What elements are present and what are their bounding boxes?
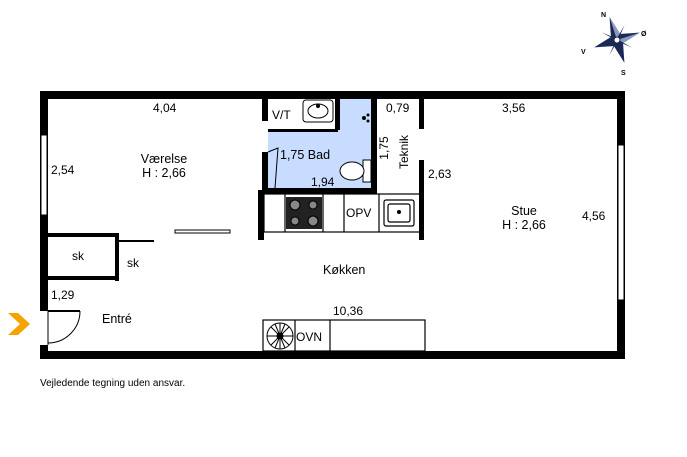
dim-teknik-width: 0,79 bbox=[386, 101, 410, 115]
sink-icon bbox=[302, 99, 334, 123]
disclaimer-text: Vejledende tegning uden ansvar. bbox=[40, 378, 186, 389]
compass-icon bbox=[594, 17, 640, 63]
label-sk-right: sk bbox=[127, 256, 139, 270]
toilet-icon bbox=[339, 159, 372, 183]
dim-vaerelse-width: 4,04 bbox=[153, 101, 177, 115]
extractor-fan-icon bbox=[266, 322, 294, 350]
room-entre: Entré bbox=[102, 312, 132, 326]
entry-door bbox=[47, 310, 81, 345]
room-bad: 1,75 Bad bbox=[280, 148, 331, 162]
dim-teknik-depth: 1,75 bbox=[377, 136, 391, 160]
room-koekken: Køkken bbox=[323, 263, 366, 277]
compass-north: N bbox=[601, 12, 607, 19]
room-stue: Stue H : 2,66 bbox=[488, 204, 560, 232]
dim-stue-sub: 2,63 bbox=[428, 167, 452, 181]
compass-west: V bbox=[581, 49, 586, 56]
wardrobe-door bbox=[174, 229, 231, 234]
entry-arrow-icon bbox=[8, 313, 30, 335]
dim-stue-depth: 4,56 bbox=[582, 209, 606, 223]
compass-south: S bbox=[621, 70, 626, 77]
room-vaerelse-name: Værelse bbox=[140, 152, 188, 166]
compass-east: Ø bbox=[641, 31, 647, 38]
dim-vaerelse-depth: 2,54 bbox=[51, 163, 75, 177]
room-teknik: Teknik bbox=[397, 135, 411, 170]
room-stue-name: Stue bbox=[511, 204, 537, 218]
label-sk-left: sk bbox=[72, 249, 84, 263]
label-opv: OPV bbox=[346, 206, 372, 220]
drain-icon bbox=[362, 113, 370, 123]
windows bbox=[40, 134, 625, 301]
label-vt: V/T bbox=[272, 108, 291, 122]
oven-counter bbox=[262, 319, 426, 352]
shower-door bbox=[267, 147, 279, 189]
dim-bad-width: 1,94 bbox=[311, 175, 335, 189]
dim-total-length: 10,36 bbox=[333, 304, 364, 318]
hob-icon bbox=[286, 197, 322, 229]
kitchen-counter bbox=[263, 193, 422, 233]
tap-icon bbox=[397, 210, 401, 214]
dim-entre-width: 1,29 bbox=[51, 288, 75, 302]
label-ovn: OVN bbox=[296, 330, 323, 344]
room-stue-height: H : 2,66 bbox=[502, 218, 546, 232]
room-vaerelse: Værelse H : 2,66 bbox=[128, 152, 200, 180]
room-vaerelse-height: H : 2,66 bbox=[142, 166, 186, 180]
dim-stue-width: 3,56 bbox=[502, 101, 526, 115]
